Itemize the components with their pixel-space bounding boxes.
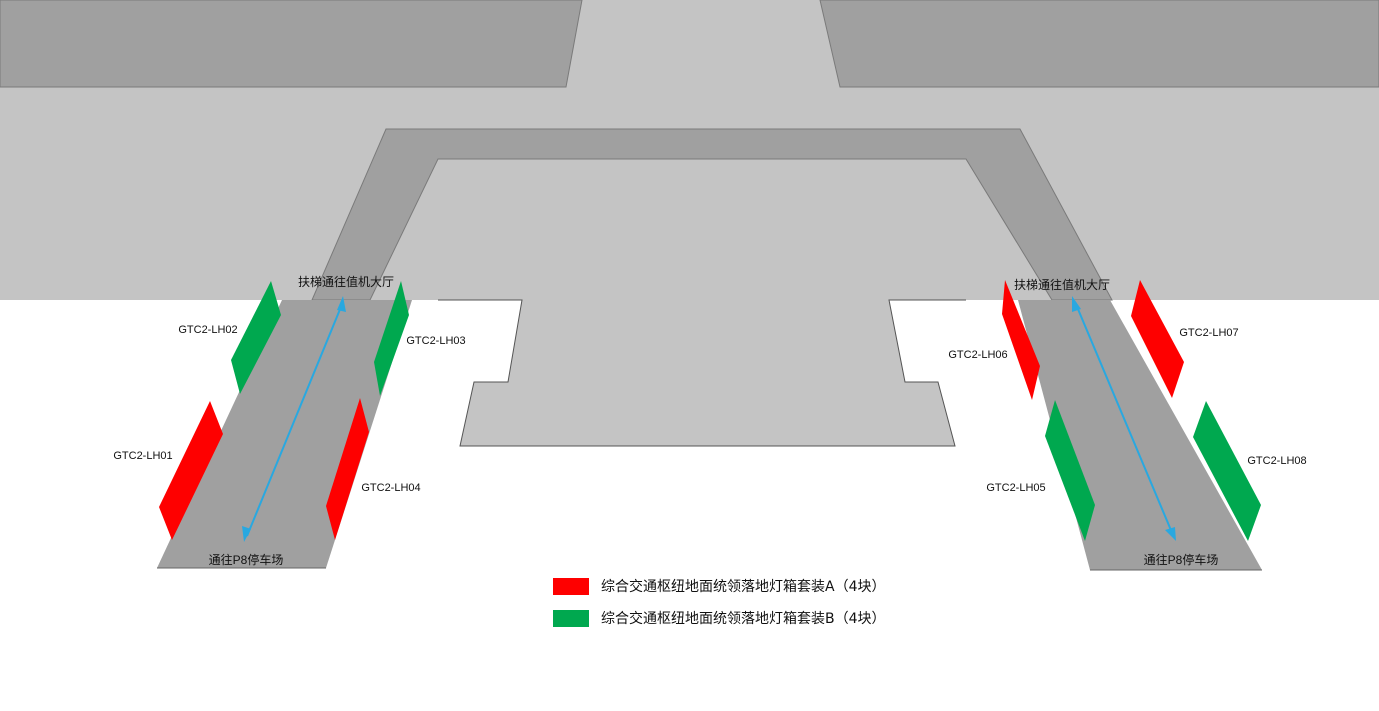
- label-gtc2-lh08: GTC2-LH08: [1247, 455, 1306, 467]
- label-to-checkin-left: 扶梯通往值机大厅: [298, 274, 394, 289]
- label-to-p8-left: 通往P8停车场: [209, 552, 284, 567]
- lightbox-gtc2-lh05[interactable]: [1045, 400, 1095, 541]
- label-gtc2-lh02: GTC2-LH02: [178, 324, 237, 336]
- central-platform: [438, 300, 966, 446]
- lightbox-gtc2-lh02[interactable]: [231, 281, 281, 394]
- lightbox-gtc2-lh07[interactable]: [1131, 280, 1184, 398]
- lightbox-gtc2-lh04[interactable]: [326, 398, 369, 540]
- lightbox-gtc2-lh03[interactable]: [374, 281, 409, 396]
- left-walkway: [157, 300, 412, 568]
- top-left-block: [0, 0, 583, 88]
- label-gtc2-lh07: GTC2-LH07: [1179, 327, 1238, 339]
- legend-text-set-a: 综合交通枢纽地面统领落地灯箱套装A（4块）: [601, 579, 886, 595]
- right-direction-arrow: [1072, 296, 1176, 541]
- label-to-checkin-right: 扶梯通往值机大厅: [1014, 277, 1110, 292]
- lightbox-gtc2-lh06[interactable]: [1002, 280, 1040, 400]
- legend-item-set-b: 综合交通枢纽地面统领落地灯箱套装B（4块）: [553, 602, 886, 634]
- top-right-block: [819, 0, 1379, 88]
- lightbox-gtc2-lh01[interactable]: [159, 401, 223, 540]
- legend-swatch-green: [553, 609, 589, 627]
- left-direction-arrow: [242, 296, 346, 542]
- legend-swatch-red: [553, 577, 589, 595]
- label-gtc2-lh03: GTC2-LH03: [406, 335, 465, 347]
- legend-text-set-b: 综合交通枢纽地面统领落地灯箱套装B（4块）: [601, 611, 886, 627]
- label-gtc2-lh01: GTC2-LH01: [113, 450, 172, 462]
- central-platform-edge: [438, 299, 966, 447]
- label-to-p8-right: 通往P8停车场: [1144, 552, 1219, 567]
- label-gtc2-lh05: GTC2-LH05: [986, 482, 1045, 494]
- legend-item-set-a: 综合交通枢纽地面统领落地灯箱套装A（4块）: [553, 570, 886, 602]
- legend: 综合交通枢纽地面统领落地灯箱套装A（4块） 综合交通枢纽地面统领落地灯箱套装B（…: [553, 570, 886, 634]
- lightbox-gtc2-lh08[interactable]: [1193, 401, 1261, 541]
- label-gtc2-lh04: GTC2-LH04: [361, 482, 420, 494]
- label-gtc2-lh06: GTC2-LH06: [948, 349, 1007, 361]
